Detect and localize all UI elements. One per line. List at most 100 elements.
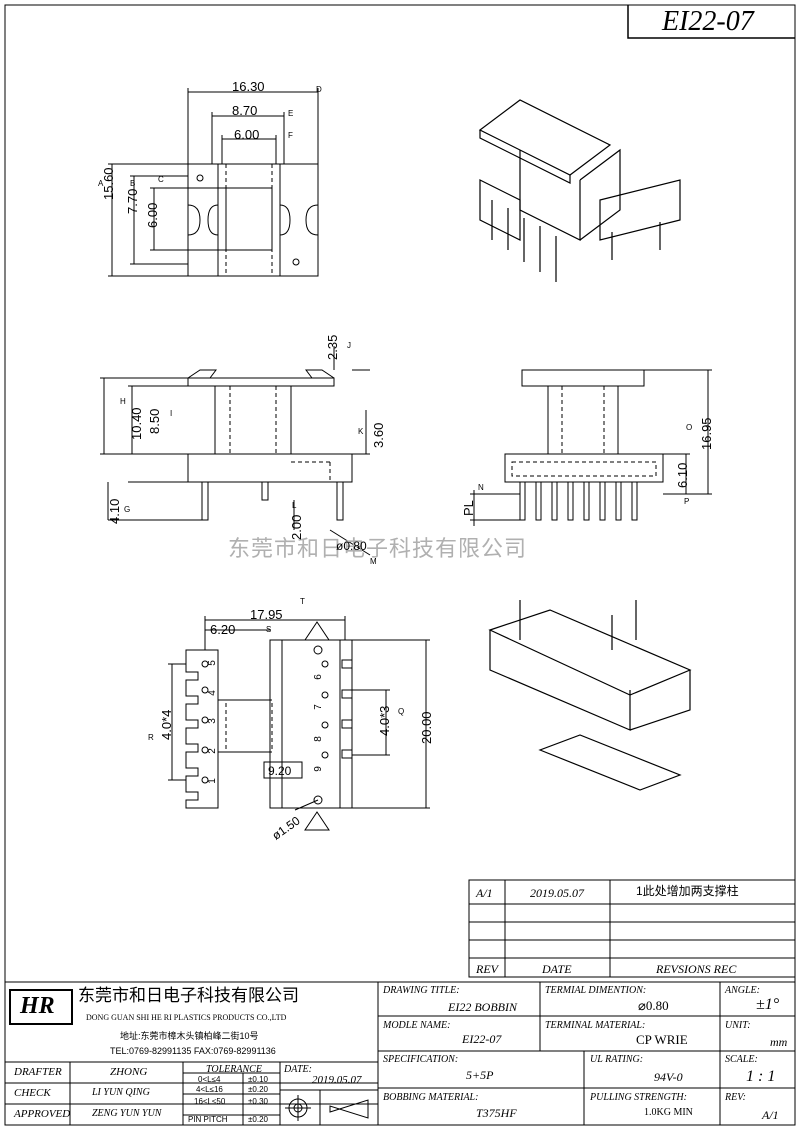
spec-value: 5+5P: [466, 1068, 494, 1082]
pin-left-4: 4: [206, 690, 218, 696]
title-block-grid: [5, 981, 795, 1125]
rev-row-1-desc: 1此处增加两支撑柱: [636, 884, 739, 898]
pin-left-3: 3: [206, 718, 218, 724]
marker-t: T: [300, 597, 305, 606]
marker-f: F: [288, 131, 293, 140]
rev-header-rev: REV: [476, 962, 498, 976]
rev-value: A/1: [762, 1108, 779, 1122]
unit-value: mm: [770, 1035, 788, 1049]
marker-s: S: [266, 625, 272, 634]
dia-prefix: ø: [336, 539, 344, 553]
iso-view-top: [478, 99, 681, 282]
tol-range-3: 16<L≤50: [194, 1097, 226, 1106]
model-value: EI22-07: [462, 1032, 502, 1046]
dim-side-height: 10.40: [129, 407, 144, 440]
marker-o: O: [686, 423, 693, 432]
pin-right-7: 7: [312, 704, 324, 710]
dim-front-base: 6.10: [675, 462, 690, 488]
front-view: [470, 369, 712, 526]
dim-side-top: 2.35: [325, 334, 340, 360]
marker-b: B: [130, 179, 136, 188]
drafter-label: DRAFTER: [14, 1066, 62, 1078]
tol-value-2: ±0.20: [248, 1085, 268, 1094]
dim-top-height: 15.60: [101, 167, 116, 200]
dim-bottom-pitch-right: 4.0*3: [377, 705, 392, 736]
marker-r: R: [148, 733, 154, 742]
dim-side-body: 8.50: [147, 408, 162, 434]
company-logo: HR: [20, 993, 55, 1019]
ul-value: 94V-0: [654, 1070, 683, 1084]
dim-front-height: 16.95: [699, 417, 714, 450]
dim-bottom-core: 9.20: [268, 764, 292, 778]
terminal-dim-value: ⌀0.80: [638, 998, 669, 1013]
pin-right-9: 9: [312, 766, 324, 772]
bobbin-mat-label: BOBBING MATERIAL:: [383, 1092, 479, 1103]
unit-label: UNIT:: [725, 1020, 751, 1031]
dim-side-right: 3.60: [371, 422, 386, 448]
approved-label: APPROVED: [14, 1108, 71, 1120]
terminal-mat-label: TERMINAL MATERIAL:: [545, 1020, 646, 1031]
drafter-value: ZHONG: [110, 1066, 148, 1078]
marker-d: D: [316, 85, 322, 94]
rev-row-1-date: 2019.05.07: [530, 886, 584, 900]
dim-bottom-width: 17.95: [250, 607, 283, 622]
angle-label: ANGLE:: [725, 985, 760, 996]
company-address: 地址:东莞市樟木头镇柏峰二街10号: [120, 1031, 259, 1041]
pull-label: PULLING STRENGTH:: [590, 1092, 687, 1103]
rev-header-desc: REVSIONS REC: [656, 962, 737, 976]
tol-range-1: 0<L≤4: [198, 1075, 221, 1084]
pin-right-6: 6: [312, 674, 324, 680]
bottom-view: [168, 616, 430, 831]
pull-value: 1.0KG MIN: [644, 1107, 693, 1118]
dia-value: 0.80: [343, 539, 367, 553]
check-value: LI YUN QING: [92, 1087, 150, 1098]
spec-label: SPECIFICATION:: [383, 1054, 459, 1065]
tol-value-4: ±0.20: [248, 1115, 268, 1124]
dim-side-pin-dia: ø0.80: [336, 540, 367, 552]
pin-left-5: 5: [206, 660, 218, 666]
rev-triangle-top: 1: [314, 628, 320, 638]
drawing-title-label: DRAWING TITLE:: [383, 985, 460, 996]
dim-top-inner: 6.00: [234, 127, 260, 142]
dim-top-height-inner: 6.00: [145, 202, 160, 228]
marker-a: A: [98, 179, 104, 188]
dim-top-width: 16.30: [232, 79, 265, 94]
pin-right-8: 8: [312, 736, 324, 742]
company-name-cn: 东莞市和日电子科技有限公司: [78, 986, 299, 1005]
rev-row-1-rev: A/1: [476, 886, 493, 900]
tolerance-label: TOLERANCE: [206, 1064, 262, 1075]
marker-p: P: [684, 497, 690, 506]
dim-top-mid: 8.70: [232, 103, 258, 118]
marker-e: E: [288, 109, 294, 118]
company-contact: TEL:0769-82991135 FAX:0769-82991136: [110, 1046, 276, 1056]
dim-bottom-offset: 6.20: [210, 622, 236, 637]
scale-value: 1 : 1: [746, 1068, 776, 1085]
marker-i: I: [170, 409, 173, 418]
terminal-dim-label: TERMIAL DIMENTION:: [545, 985, 647, 996]
company-name-en: DONG GUAN SHI HE RI PLASTICS PRODUCTS CO…: [86, 1013, 287, 1022]
check-label: CHECK: [14, 1087, 51, 1099]
part-number: EI22-07: [662, 6, 754, 37]
marker-c: C: [158, 175, 164, 184]
marker-k: K: [358, 427, 364, 436]
rev-label: REV:: [725, 1092, 747, 1103]
bobbin-mat-value: T375HF: [476, 1106, 517, 1120]
tol-value-3: ±0.30: [248, 1097, 268, 1106]
dim-side-stub: 2.00: [289, 514, 304, 540]
iso-view-bottom: [488, 600, 692, 791]
angle-value: ±1°: [756, 996, 780, 1013]
marker-m: M: [370, 557, 377, 566]
rev-header-date: DATE: [542, 962, 572, 976]
date-value: 2019.05.07: [312, 1074, 362, 1086]
side-view: [100, 346, 371, 556]
dim-top-height-mid: 7.70: [125, 188, 140, 214]
top-view: [108, 88, 319, 277]
dim-side-pin: 4.10: [107, 498, 122, 524]
watermark-text: 东莞市和日电子科技有限公司: [228, 536, 528, 561]
label-pl: PL: [461, 500, 476, 516]
tol-value-1: ±0.10: [248, 1075, 268, 1084]
revision-table-grid: [468, 879, 796, 978]
terminal-mat-value: CP WRIE: [636, 1032, 688, 1047]
marker-l: L: [292, 501, 297, 510]
